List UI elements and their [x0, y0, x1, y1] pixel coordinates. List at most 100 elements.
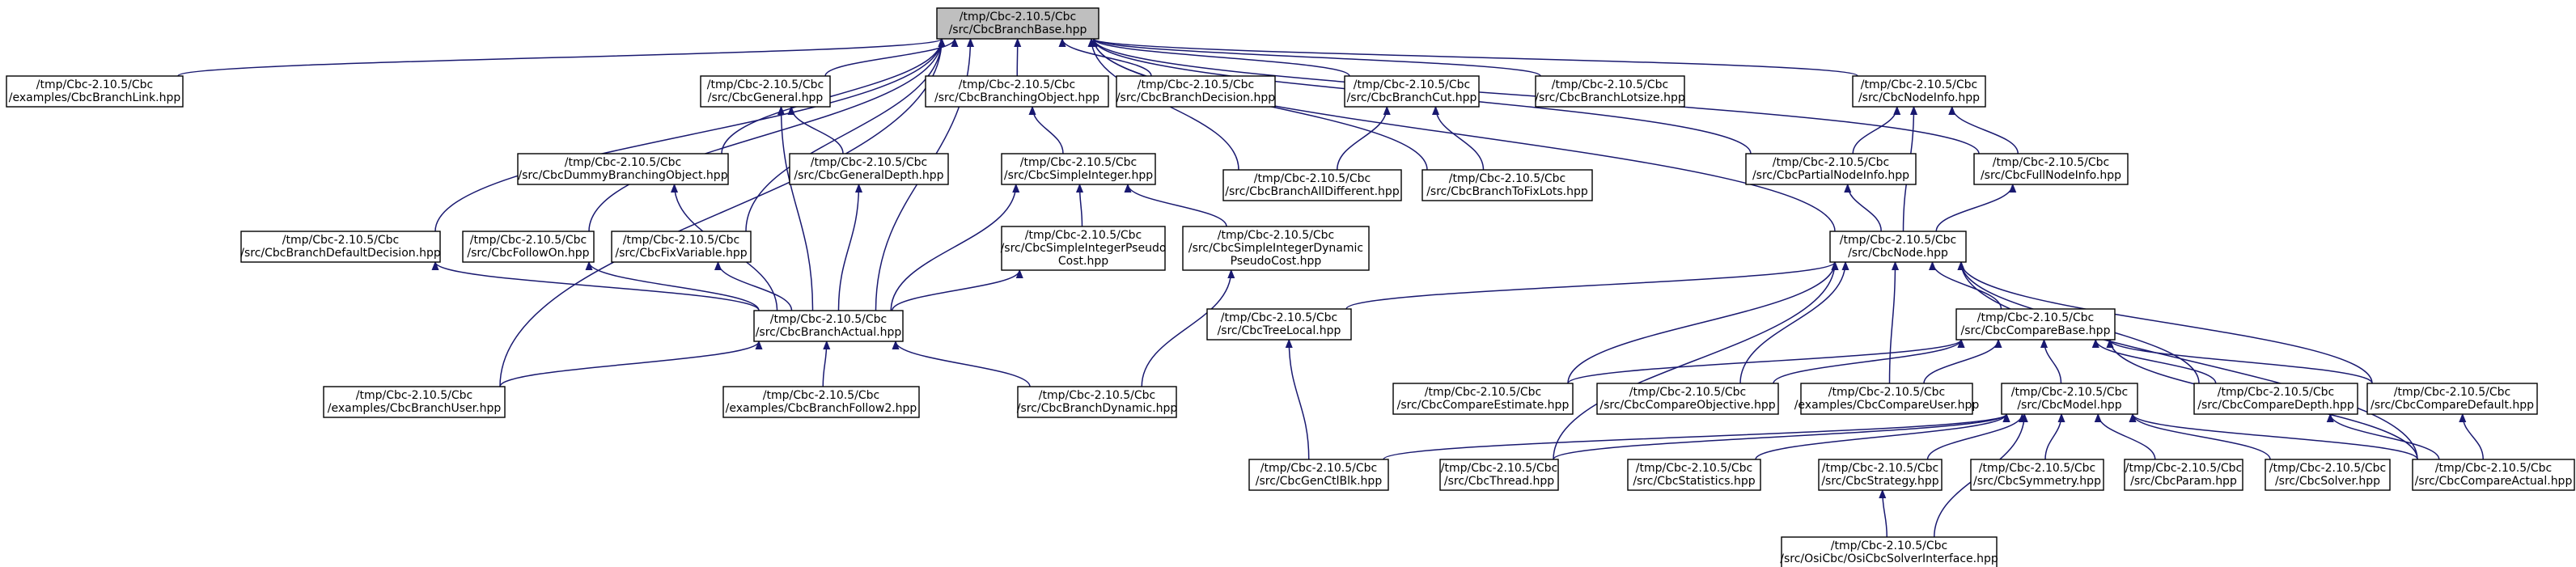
edge-compare-user-to-cbc-node — [1888, 262, 1896, 384]
edge-compare-estimate-to-cbc-node — [1567, 262, 1835, 384]
node-root[interactable]: /tmp/Cbc-2.10.5/Cbc/src/CbcBranchBase.hp… — [936, 7, 1099, 40]
edge-dummy-to-root — [721, 39, 942, 154]
node-box — [1017, 386, 1177, 418]
node-statistics[interactable]: /tmp/Cbc-2.10.5/Cbc/src/CbcStatistics.hp… — [1627, 459, 1761, 491]
node-label-line: /src/CbcCompareEstimate.hpp — [1397, 399, 1570, 412]
node-branch-actual[interactable]: /tmp/Cbc-2.10.5/Cbc/src/CbcBranchActual.… — [753, 310, 904, 342]
node-label-line: /src/CbcSimpleIntegerDynamic — [1188, 242, 1363, 255]
node-strategy[interactable]: /tmp/Cbc-2.10.5/Cbc/src/CbcStrategy.hpp — [1818, 459, 1943, 491]
node-box — [1344, 75, 1480, 108]
edge-branching-object-to-root — [1017, 39, 1018, 77]
edge-compare-actual-to-cbc-model — [2133, 413, 2418, 460]
node-label-line: /tmp/Cbc-2.10.5/Cbc — [1221, 311, 1337, 324]
edge-compare-estimate-to-compare-base — [1567, 339, 1961, 384]
node-label-line: /tmp/Cbc-2.10.5/Cbc — [1260, 462, 1377, 475]
node-compare-default[interactable]: /tmp/Cbc-2.10.5/Cbc/src/CbcCompareDefaul… — [2366, 383, 2538, 415]
edge-symmetry-to-cbc-model — [2044, 414, 2061, 460]
node-box — [1248, 459, 1389, 491]
node-cbc-model[interactable]: /tmp/Cbc-2.10.5/Cbc/src/CbcModel.hpp — [2001, 383, 2138, 415]
node-label-line: /src/CbcGeneralDepth.hpp — [794, 169, 943, 182]
nodes-layer: /tmp/Cbc-2.10.5/Cbc/src/CbcBranchBase.hp… — [6, 7, 2575, 567]
node-branch-user[interactable]: /tmp/Cbc-2.10.5/Cbc/examples/CbcBranchUs… — [323, 386, 506, 418]
node-simple-integer[interactable]: /tmp/Cbc-2.10.5/Cbc/src/CbcSimpleInteger… — [1001, 153, 1156, 185]
node-box — [517, 153, 729, 185]
node-cbc-node[interactable]: /tmp/Cbc-2.10.5/Cbc/src/CbcNode.hpp — [1829, 231, 1967, 263]
node-label-line: /src/CbcCompareObjective.hpp — [1599, 399, 1775, 412]
node-label-line: /src/CbcParam.hpp — [2130, 475, 2237, 488]
edge-branch-follow2-to-branch-actual — [822, 341, 827, 387]
node-box — [1222, 169, 1402, 201]
edge-compare-default-to-compare-base — [2110, 339, 2373, 384]
node-param[interactable]: /tmp/Cbc-2.10.5/Cbc/src/CbcParam.hpp — [2124, 459, 2243, 491]
node-link[interactable]: /tmp/Cbc-2.10.5/Cbc/examples/CbcBranchLi… — [6, 75, 184, 108]
edge-simple-integer-pseudo-to-simple-integer — [1080, 184, 1083, 227]
node-label-line: /tmp/Cbc-2.10.5/Cbc — [1025, 229, 1142, 242]
node-simple-integer-pseudo[interactable]: /tmp/Cbc-2.10.5/Cbc/src/CbcSimpleInteger… — [1001, 226, 1167, 271]
node-fix-variable[interactable]: /tmp/Cbc-2.10.5/Cbc/src/CbcFixVariable.h… — [611, 231, 752, 263]
node-label-line: /src/CbcFollowOn.hpp — [467, 247, 589, 260]
node-full-node-info[interactable]: /tmp/Cbc-2.10.5/Cbc/src/CbcFullNodeInfo.… — [1973, 153, 2129, 185]
edge-branch-actual-to-general-depth — [837, 184, 859, 311]
edge-cbc-node-to-root — [1094, 39, 1836, 232]
edge-branch-actual-to-simple-integer — [890, 184, 1016, 311]
node-compare-actual[interactable]: /tmp/Cbc-2.10.5/Cbc/src/CbcCompareActual… — [2412, 459, 2575, 491]
node-label-line: /tmp/Cbc-2.10.5/Cbc — [1822, 462, 1938, 475]
node-compare-depth[interactable]: /tmp/Cbc-2.10.5/Cbc/src/CbcCompareDepth.… — [2193, 383, 2358, 415]
node-compare-objective[interactable]: /tmp/Cbc-2.10.5/Cbc/src/CbcCompareObject… — [1596, 383, 1779, 415]
node-follow-on[interactable]: /tmp/Cbc-2.10.5/Cbc/src/CbcFollowOn.hpp — [462, 231, 595, 263]
node-tree-local[interactable]: /tmp/Cbc-2.10.5/Cbc/src/CbcTreeLocal.hpp — [1206, 308, 1352, 341]
node-label-line: /tmp/Cbc-2.10.5/Cbc — [1993, 156, 2109, 169]
node-label-line: /tmp/Cbc-2.10.5/Cbc — [470, 234, 587, 247]
node-box — [936, 7, 1099, 40]
node-branch-cut[interactable]: /tmp/Cbc-2.10.5/Cbc/src/CbcBranchCut.hpp — [1344, 75, 1480, 108]
edge-branch-actual-to-follow-on — [589, 261, 760, 311]
edge-compare-actual-to-cbc-node — [1961, 262, 2418, 460]
node-compare-base[interactable]: /tmp/Cbc-2.10.5/Cbc/src/CbcCompareBase.h… — [1955, 308, 2116, 341]
node-dummy[interactable]: /tmp/Cbc-2.10.5/Cbc/src/CbcDummyBranchin… — [517, 153, 729, 185]
node-branch-lotsize[interactable]: /tmp/Cbc-2.10.5/Cbc/src/CbcBranchLotsize… — [1535, 75, 1685, 108]
node-label-line: /tmp/Cbc-2.10.5/Cbc — [959, 78, 1075, 91]
node-solver[interactable]: /tmp/Cbc-2.10.5/Cbc/src/CbcSolver.hpp — [2265, 459, 2391, 491]
node-box — [753, 310, 904, 342]
node-gen-ctl-blk[interactable]: /tmp/Cbc-2.10.5/Cbc/src/CbcGenCtlBlk.hpp — [1248, 459, 1389, 491]
node-label-line: /examples/CbcBranchFollow2.hpp — [726, 402, 917, 415]
node-box — [700, 75, 831, 108]
node-label-line: /tmp/Cbc-2.10.5/Cbc — [2218, 386, 2334, 399]
edge-branch-dynamic-to-branch-actual — [896, 341, 1031, 387]
node-default-decision[interactable]: /tmp/Cbc-2.10.5/Cbc/src/CbcBranchDefault… — [240, 231, 441, 263]
node-label-line: /tmp/Cbc-2.10.5/Cbc — [1861, 78, 1977, 91]
edge-full-node-info-to-node-info — [1952, 106, 2019, 154]
node-cbc-thread[interactable]: /tmp/Cbc-2.10.5/Cbc/src/CbcThread.hpp — [1439, 459, 1559, 491]
edge-solver-to-cbc-model — [2133, 413, 2271, 460]
node-branch-decision[interactable]: /tmp/Cbc-2.10.5/Cbc/src/CbcBranchDecisio… — [1116, 75, 1276, 108]
node-box — [1001, 226, 1166, 271]
node-symmetry[interactable]: /tmp/Cbc-2.10.5/Cbc/src/CbcSymmetry.hpp — [1970, 459, 2104, 491]
node-label-line: /tmp/Cbc-2.10.5/Cbc — [2011, 386, 2128, 399]
node-label-line: /src/CbcCompareDepth.hpp — [2197, 399, 2354, 412]
node-label-line: /tmp/Cbc-2.10.5/Cbc — [565, 156, 681, 169]
node-osi-solver-interface[interactable]: /tmp/Cbc-2.10.5/Cbc/src/OsiCbc/OsiCbcSol… — [1780, 536, 1998, 567]
node-compare-user[interactable]: /tmp/Cbc-2.10.5/Cbc/examples/CbcCompareU… — [1794, 383, 1980, 415]
edge-param-to-cbc-model — [2098, 413, 2156, 460]
node-label-line: /tmp/Cbc-2.10.5/Cbc — [623, 234, 739, 247]
node-all-different[interactable]: /tmp/Cbc-2.10.5/Cbc/src/CbcBranchAllDiff… — [1222, 169, 1402, 201]
edge-all-different-to-branch-cut — [1337, 107, 1388, 171]
node-simple-integer-dynamic[interactable]: /tmp/Cbc-2.10.5/Cbc/src/CbcSimpleInteger… — [1182, 226, 1370, 271]
node-general[interactable]: /tmp/Cbc-2.10.5/Cbc/src/CbcGeneral.hpp — [700, 75, 831, 108]
node-node-info[interactable]: /tmp/Cbc-2.10.5/Cbc/src/CbcNodeInfo.hpp — [1852, 75, 1986, 108]
node-box — [1800, 383, 1973, 415]
node-branching-object[interactable]: /tmp/Cbc-2.10.5/Cbc/src/CbcBranchingObje… — [925, 75, 1109, 108]
node-label-line: /tmp/Cbc-2.10.5/Cbc — [1552, 78, 1668, 91]
node-box — [611, 231, 752, 263]
node-label-line: /src/CbcGenCtlBlk.hpp — [1256, 475, 1383, 488]
node-partial-node-info[interactable]: /tmp/Cbc-2.10.5/Cbc/src/CbcPartialNodeIn… — [1745, 153, 1917, 185]
node-branch-dynamic[interactable]: /tmp/Cbc-2.10.5/Cbc/src/CbcBranchDynamic… — [1017, 386, 1178, 418]
node-general-depth[interactable]: /tmp/Cbc-2.10.5/Cbc/src/CbcGeneralDepth.… — [789, 153, 949, 185]
edge-general-depth-to-general — [791, 106, 844, 154]
node-branch-follow2[interactable]: /tmp/Cbc-2.10.5/Cbc/examples/CbcBranchFo… — [722, 386, 920, 418]
node-box — [1745, 153, 1917, 185]
node-label-line: /src/CbcPartialNodeInfo.hpp — [1752, 169, 1909, 182]
node-label-line: /tmp/Cbc-2.10.5/Cbc — [1441, 462, 1557, 475]
node-to-fix-lots[interactable]: /tmp/Cbc-2.10.5/Cbc/src/CbcBranchToFixLo… — [1421, 169, 1593, 201]
node-compare-estimate[interactable]: /tmp/Cbc-2.10.5/Cbc/src/CbcCompareEstima… — [1392, 383, 1574, 415]
